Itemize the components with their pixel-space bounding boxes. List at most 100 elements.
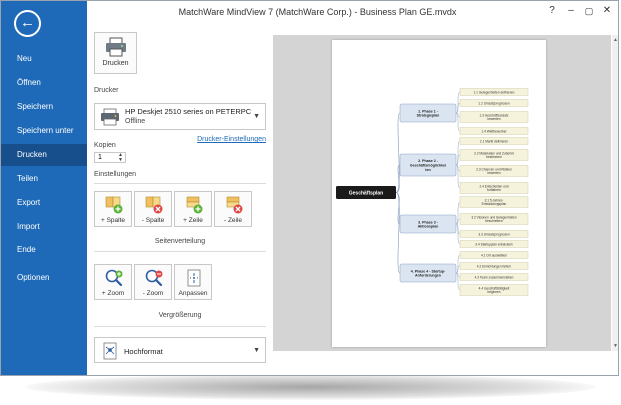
connector-line bbox=[455, 154, 461, 166]
chevron-down-icon: ▼ bbox=[253, 347, 260, 354]
printer-settings-link[interactable]: Drucker-Einstellungen bbox=[197, 136, 266, 143]
remove-column-button[interactable]: - Spalte bbox=[134, 191, 172, 227]
print-button[interactable]: Drucken bbox=[94, 32, 137, 74]
subtopic-node[interactable] bbox=[459, 262, 529, 270]
subtopic-label: 2.1 Markt definieren bbox=[480, 139, 508, 143]
minimize-icon[interactable]: – bbox=[568, 5, 574, 16]
subtopic-label: 4.2 Einrichtungen liefern bbox=[477, 264, 512, 268]
back-arrow-icon[interactable]: ← bbox=[14, 10, 41, 37]
divider bbox=[94, 326, 266, 327]
sidebar-item-teilen[interactable]: Teilen bbox=[17, 174, 38, 183]
printer-select[interactable]: HP Deskjet 2510 series on PETERPC Offlin… bbox=[94, 103, 266, 130]
connector-line bbox=[455, 218, 461, 225]
window-title: MatchWare MindView 7 (MatchWare Corp.) -… bbox=[178, 7, 457, 17]
title-bar: MatchWare MindView 7 (MatchWare Corp.) -… bbox=[87, 1, 618, 24]
help-icon[interactable]: ? bbox=[549, 5, 555, 16]
connector-line bbox=[455, 164, 461, 189]
fit-to-page-button[interactable]: Anpassen bbox=[174, 264, 212, 300]
subtopic-node[interactable] bbox=[459, 230, 529, 238]
subtopic-node[interactable] bbox=[459, 165, 529, 177]
zoom-group-label: Vergrößerung bbox=[158, 312, 202, 319]
subtopic-label: 3.3 Umsatzprognosen bbox=[478, 232, 509, 236]
add-column-button[interactable]: + Spalte bbox=[94, 191, 132, 227]
fit-to-page-label: Anpassen bbox=[178, 290, 208, 297]
connector-line bbox=[455, 91, 461, 114]
zoom-out-button[interactable]: - Zoom bbox=[134, 264, 172, 300]
subtopic-label: 1.4 Wettbewerber bbox=[481, 129, 507, 133]
app-window: ← Neu Öffnen Speichern Speichern unter D… bbox=[0, 0, 619, 376]
scroll-up-icon[interactable]: ▲ bbox=[613, 37, 618, 43]
sidebar-item-speichern[interactable]: Speichern bbox=[17, 102, 54, 111]
fit-page-icon bbox=[187, 269, 201, 287]
central-topic-node[interactable] bbox=[336, 186, 396, 199]
copies-value: 1 bbox=[98, 154, 102, 161]
zoom-in-label: + Zoom bbox=[101, 290, 125, 297]
connector-line bbox=[395, 112, 401, 193]
orientation-select[interactable]: Hochformat ▼ bbox=[94, 337, 266, 363]
chevron-down-icon: ▼ bbox=[253, 113, 260, 120]
subtopic-node[interactable] bbox=[459, 196, 529, 208]
branch-node[interactable] bbox=[399, 263, 457, 283]
remove-row-label: - Zeile bbox=[223, 217, 243, 224]
connector-line bbox=[395, 164, 401, 193]
subtopic-label: 4.3 Team zusammenstellen bbox=[475, 275, 514, 279]
printer-status: Offline bbox=[125, 118, 146, 125]
scroll-down-icon[interactable]: ▼ bbox=[613, 343, 618, 349]
branch-node[interactable] bbox=[399, 103, 457, 123]
subtopic-node[interactable] bbox=[459, 273, 529, 281]
remove-column-icon bbox=[145, 196, 163, 214]
subtopic-node[interactable] bbox=[459, 137, 529, 145]
stepper-arrows-icon[interactable]: ▲▼ bbox=[118, 152, 123, 163]
maximize-icon[interactable]: ▢ bbox=[584, 6, 594, 16]
subtopic-node[interactable] bbox=[459, 284, 529, 296]
copies-stepper[interactable]: 1 ▲▼ bbox=[94, 152, 126, 163]
connector-line bbox=[455, 265, 461, 274]
subtopic-node[interactable] bbox=[459, 99, 529, 107]
subtopic-node[interactable] bbox=[459, 149, 529, 161]
zoom-in-icon bbox=[105, 269, 123, 287]
connector-line bbox=[455, 272, 461, 291]
divider bbox=[94, 183, 266, 184]
connector-line bbox=[455, 164, 461, 172]
sidebar-item-drucken[interactable]: Drucken bbox=[1, 144, 87, 166]
sidebar-item-neu[interactable]: Neu bbox=[17, 54, 32, 63]
sidebar-item-optionen[interactable]: Optionen bbox=[17, 273, 50, 282]
sidebar-item-oeffnen[interactable]: Öffnen bbox=[17, 78, 41, 87]
branch-label: 1. Phase 1 -Strategieplan bbox=[417, 109, 440, 117]
add-row-icon bbox=[186, 196, 203, 214]
subtopic-node[interactable] bbox=[459, 213, 529, 225]
sidebar-item-export[interactable]: Export bbox=[17, 198, 41, 207]
subtopic-label: 1.1 Gelegenheiten definieren bbox=[474, 90, 515, 94]
subtopic-node[interactable] bbox=[459, 251, 529, 259]
branch-label: 3. Phase 3 -Aktionsplan bbox=[418, 220, 439, 228]
connector-line bbox=[455, 272, 461, 278]
add-row-button[interactable]: + Zeile bbox=[174, 191, 212, 227]
close-icon[interactable]: ✕ bbox=[602, 5, 612, 16]
subtopic-node[interactable] bbox=[459, 182, 529, 194]
add-column-label: + Spalte bbox=[100, 217, 126, 224]
branch-node[interactable] bbox=[399, 153, 457, 177]
subtopic-node[interactable] bbox=[459, 127, 529, 135]
remove-row-button[interactable]: - Zeile bbox=[214, 191, 252, 227]
connector-line bbox=[455, 112, 461, 132]
sidebar-item-ende[interactable]: Ende bbox=[17, 245, 36, 254]
printer-icon bbox=[106, 37, 126, 57]
subtopic-node[interactable] bbox=[459, 111, 529, 123]
subtopic-node[interactable] bbox=[459, 88, 529, 96]
orientation-value: Hochformat bbox=[124, 347, 163, 356]
divider bbox=[94, 251, 266, 252]
print-button-label: Drucken bbox=[102, 60, 129, 67]
branch-node[interactable] bbox=[399, 214, 457, 234]
subtopic-label: 4.1 Ort auswählen bbox=[481, 253, 507, 257]
connector-line bbox=[455, 140, 461, 166]
zoom-in-button[interactable]: + Zoom bbox=[94, 264, 132, 300]
sidebar-item-speichern-unter[interactable]: Speichern unter bbox=[17, 126, 74, 135]
subtopic-node[interactable] bbox=[459, 240, 529, 248]
remove-row-icon bbox=[226, 196, 243, 214]
sidebar-item-import[interactable]: Import bbox=[17, 222, 40, 231]
connector-line bbox=[455, 112, 461, 118]
preview-scrollbar[interactable]: ▲ ▼ bbox=[612, 35, 618, 351]
